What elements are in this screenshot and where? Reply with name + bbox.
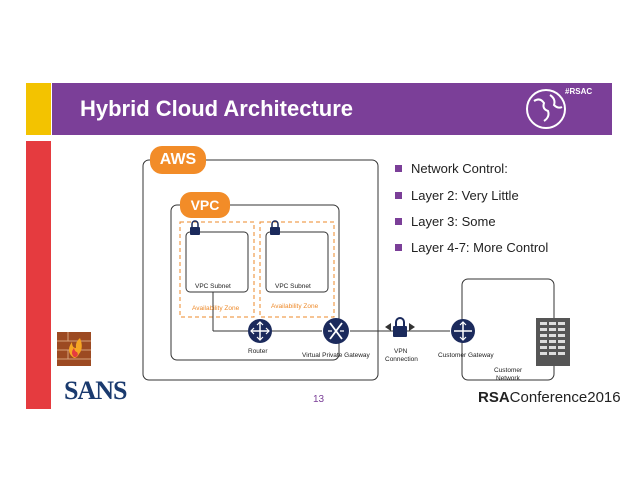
sans-logo: SANS <box>64 376 127 405</box>
bullet-item: Layer 3: Some <box>395 214 496 229</box>
slide-title: Hybrid Cloud Architecture <box>80 96 353 121</box>
aws-badge: AWS <box>150 146 206 174</box>
router-icon <box>248 319 272 343</box>
bullet-text: Layer 3: Some <box>411 214 496 229</box>
padlock-icon <box>190 220 200 235</box>
accent-bar-yellow <box>26 83 51 135</box>
vpn-label-line1: VPN <box>394 348 408 355</box>
vpn-label-line2: Connection <box>385 356 418 363</box>
data-center-icon <box>536 318 570 366</box>
bullet-marker <box>395 192 402 199</box>
vpc-subnet-left-label: VPC Subnet <box>195 283 231 290</box>
vpn-lock-icon <box>393 317 407 337</box>
bullet-item: Layer 2: Very Little <box>395 188 519 203</box>
hashtag-label: #RSAC <box>565 87 593 96</box>
customer-network-label-line1: Customer <box>494 367 523 374</box>
firewall-icon <box>57 332 91 366</box>
title-bar <box>52 83 612 135</box>
globe-icon <box>526 89 566 129</box>
availability-zone-right-label: Availability Zone <box>271 303 319 310</box>
bullet-item: Layer 4-7: More Control <box>395 240 548 255</box>
bullet-item: Network Control: <box>395 161 508 176</box>
availability-zone-left-label: Availability Zone <box>192 305 240 312</box>
bullet-text: Network Control: <box>411 161 508 176</box>
customer-gateway-icon <box>451 319 475 343</box>
availability-zone-right <box>259 221 335 318</box>
customer-gateway-label: Customer Gateway <box>438 352 494 359</box>
accent-bar-red <box>26 141 51 409</box>
vpc-subnet-left <box>185 231 249 293</box>
router-label: Router <box>248 348 268 355</box>
vpc-subnet-right-label: VPC Subnet <box>275 283 311 290</box>
rsa-suffix: Conference2016 <box>509 389 621 406</box>
padlock-icon <box>270 220 280 235</box>
vpc-badge: VPC <box>180 192 230 218</box>
bullet-marker <box>395 218 402 225</box>
aws-cloud-box <box>142 159 379 381</box>
customer-network-label-line2: Network <box>496 375 520 382</box>
bullet-text: Layer 2: Very Little <box>411 188 519 203</box>
rsa-brand: RSA <box>478 389 510 406</box>
availability-zone-left <box>179 221 255 318</box>
rsa-conference-logo: RSAConference2016 <box>478 389 621 406</box>
bullet-marker <box>395 165 402 172</box>
virtual-private-gateway-label: Virtual Private Gateway <box>302 352 370 359</box>
virtual-private-gateway-icon <box>323 318 349 344</box>
bullet-marker <box>395 244 402 251</box>
bullet-text: Layer 4-7: More Control <box>411 240 549 255</box>
vpc-subnet-right <box>265 231 329 293</box>
page-number: 13 <box>313 394 325 405</box>
vpc-box <box>170 204 340 361</box>
